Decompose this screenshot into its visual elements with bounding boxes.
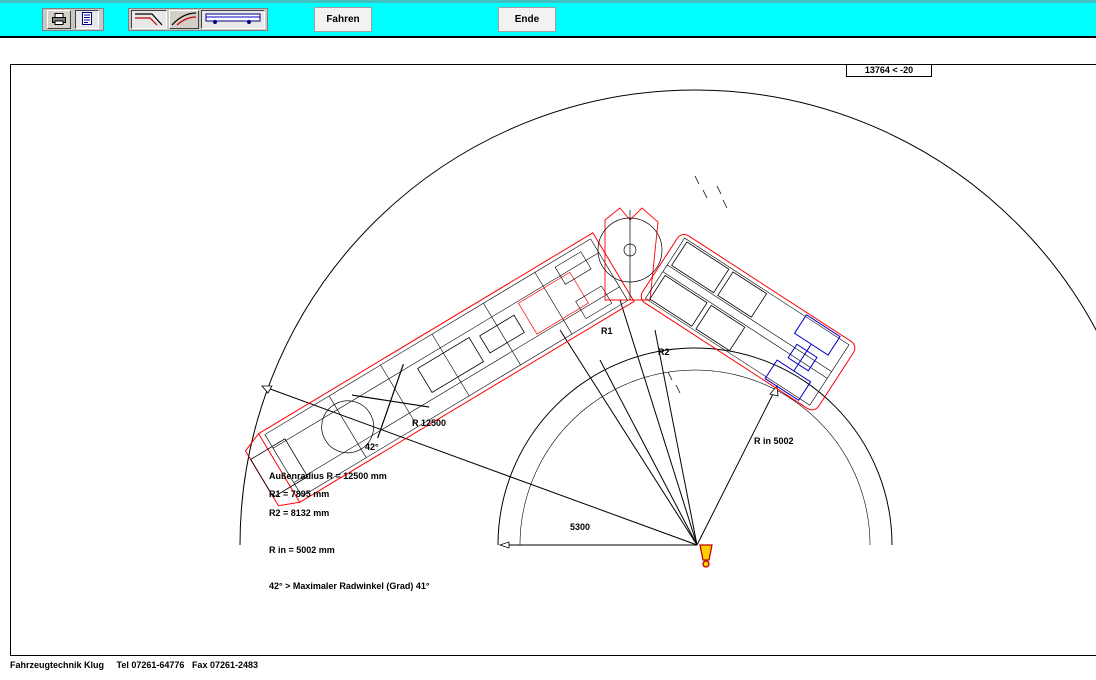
outer-turning-circle xyxy=(239,89,1096,546)
inner-turning-circle xyxy=(497,347,893,546)
curve-mode-button[interactable] xyxy=(131,10,167,29)
coordinate-readout: 13764 < -20 xyxy=(846,64,932,77)
r1-line xyxy=(619,299,698,546)
r2-line xyxy=(654,329,698,546)
r-extra-line xyxy=(559,329,698,546)
document-button[interactable] xyxy=(75,10,99,29)
label-5300: 5300 xyxy=(570,522,590,532)
turning-circle-drawing: R1 R2 R 12500 R in 5002 5300 42° Außenra… xyxy=(239,89,1096,591)
label-r-outer: R 12500 xyxy=(412,418,446,428)
bus-front-section xyxy=(244,232,635,507)
result-r-in: R in = 5002 mm xyxy=(269,545,335,555)
label-angle: 42° xyxy=(365,442,379,452)
footer-fax: Fax 07261-2483 xyxy=(191,660,258,670)
result-outer-radius: Außenradius R = 12500 mm xyxy=(269,471,387,481)
bus-rear-section xyxy=(640,234,856,411)
print-button[interactable] xyxy=(47,10,71,29)
ende-button[interactable]: Ende xyxy=(498,7,556,32)
bend-mode-icon xyxy=(171,11,197,28)
mode-button-group xyxy=(128,8,268,31)
rear-axle xyxy=(764,314,841,402)
footer-tel: Tel 07261-64776 xyxy=(116,660,185,670)
r-outer-line xyxy=(261,385,698,546)
articulation-joint xyxy=(597,207,663,301)
toolbar: Fahren Ende xyxy=(0,0,1096,38)
file-button-group xyxy=(42,8,104,31)
warning-icon xyxy=(699,544,713,568)
r-inner-line xyxy=(696,385,778,546)
footer-contact: Fahrzeugtechnik Klug Tel 07261-64776 Fax… xyxy=(10,660,258,670)
inner-turning-circle-2 xyxy=(519,369,871,546)
r-extra-line-2 xyxy=(599,359,698,546)
radius-lines xyxy=(261,299,778,546)
label-r2: R2 xyxy=(658,347,670,357)
result-r2: R2 = 8132 mm xyxy=(269,508,329,518)
vehicle-select-button[interactable] xyxy=(201,10,265,29)
result-wheel-angle: 42° > Maximaler Radwinkel (Grad) 41° xyxy=(269,581,430,591)
arrowheads xyxy=(261,385,779,549)
label-r1: R1 xyxy=(601,326,613,336)
result-r1: R1 = 7895 mm xyxy=(269,489,329,499)
toolbar-top-border xyxy=(0,0,1096,3)
footer-company: Fahrzeugtechnik Klug xyxy=(10,660,105,670)
fahren-button[interactable]: Fahren xyxy=(314,7,372,32)
drawing-canvas[interactable] xyxy=(10,64,1096,656)
bend-mode-button[interactable] xyxy=(169,10,199,29)
vehicle-bus-icon xyxy=(205,12,261,27)
label-r-inner: R in 5002 xyxy=(754,436,794,446)
document-icon xyxy=(82,12,92,27)
articulation-dash-marks xyxy=(667,175,728,394)
printer-icon xyxy=(52,12,66,27)
curve-mode-icon xyxy=(134,11,164,28)
